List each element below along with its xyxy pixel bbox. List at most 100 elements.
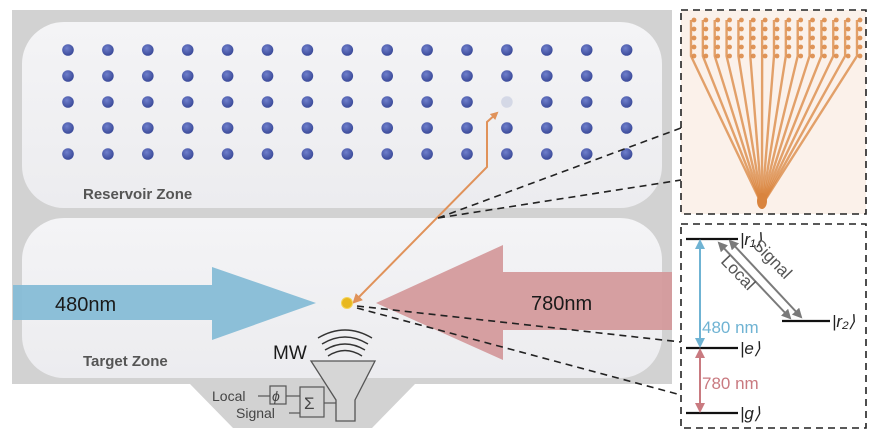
fluorescence-spot [822, 18, 827, 23]
transition-780-label: 780 nm [702, 374, 759, 393]
fluorescence-spot [798, 27, 803, 32]
fluorescence-spot [810, 27, 815, 32]
fluorescence-spot [739, 27, 744, 32]
fluorescence-spot [763, 54, 768, 59]
fluorescence-spot [703, 27, 708, 32]
fluorescence-spot [751, 45, 756, 50]
fluorescence-spot [692, 27, 697, 32]
atom-site [342, 70, 354, 82]
fluorescence-spot [834, 45, 839, 50]
fluorescence-spot [834, 54, 839, 59]
atom-site [461, 70, 473, 82]
blue-beam-label: 480nm [55, 294, 116, 316]
atom-site [621, 96, 633, 108]
atom-site [501, 122, 513, 134]
ket-r2: |r₂⟩ [832, 312, 856, 331]
atom-site [421, 122, 433, 134]
fluorescence-spot [810, 36, 815, 41]
fluorescence-spot [810, 18, 815, 23]
fluorescence-spot [727, 18, 732, 23]
fluorescence-spot [715, 45, 720, 50]
mw-label: MW [273, 343, 307, 364]
atom-site [222, 148, 234, 160]
fluorescence-spot [739, 54, 744, 59]
atom-site [102, 148, 114, 160]
fluorescence-spot [751, 36, 756, 41]
atom-site [262, 70, 274, 82]
atom-site [381, 96, 393, 108]
fluorescence-spot [834, 36, 839, 41]
atom-site [501, 148, 513, 160]
fluorescence-spot [822, 45, 827, 50]
fluorescence-spot [798, 36, 803, 41]
atom-site [102, 122, 114, 134]
fluorescence-spot [715, 27, 720, 32]
atom-site [541, 70, 553, 82]
atom-site [62, 96, 74, 108]
atom-site [302, 44, 314, 56]
fluorescence-spot [786, 36, 791, 41]
atom-site [501, 70, 513, 82]
atom-site [342, 96, 354, 108]
atom-site [342, 148, 354, 160]
atom-site [142, 44, 154, 56]
fluorescence-spot [692, 36, 697, 41]
fluorescence-spot [715, 54, 720, 59]
atom-site [142, 96, 154, 108]
atom-site [62, 122, 74, 134]
atom-site [262, 148, 274, 160]
fluorescence-spot [751, 27, 756, 32]
atom-site [182, 148, 194, 160]
fluorescence-spot [786, 18, 791, 23]
atom-site [142, 122, 154, 134]
fluorescence-spot [763, 18, 768, 23]
atom-site [222, 96, 234, 108]
fluorescence-spot [775, 45, 780, 50]
atom-site [621, 122, 633, 134]
fluorescence-spot [846, 18, 851, 23]
atom-site [222, 70, 234, 82]
atom-site [421, 44, 433, 56]
atom-site [421, 148, 433, 160]
atom-site [142, 148, 154, 160]
fluorescence-spot [798, 45, 803, 50]
atom-site [581, 70, 593, 82]
atom-site [421, 96, 433, 108]
atom-site [222, 44, 234, 56]
phase-shifter-symbol: ϕ [272, 388, 280, 404]
fluorescence-spot [775, 36, 780, 41]
fluorescence-spot [727, 54, 732, 59]
atom-site [342, 44, 354, 56]
red-beam-label: 780nm [531, 293, 592, 315]
fluorescence-spot [858, 54, 863, 59]
atom-site [461, 96, 473, 108]
atom-site [182, 96, 194, 108]
fluorescence-spot [775, 27, 780, 32]
fluorescence-spot [763, 27, 768, 32]
fluorescence-spot [703, 45, 708, 50]
fluorescence-spot [727, 45, 732, 50]
fluorescence-spot [846, 45, 851, 50]
atom-site [302, 96, 314, 108]
fluorescence-spot [739, 18, 744, 23]
ket-e: |e⟩ [740, 339, 761, 358]
fluorescence-spot [834, 18, 839, 23]
atom-site [262, 44, 274, 56]
fluorescence-spot [763, 36, 768, 41]
fluorescence-spot [751, 18, 756, 23]
fluorescence-spot [692, 54, 697, 59]
atom-site [142, 70, 154, 82]
atom-site [262, 96, 274, 108]
fluorescence-spot [727, 27, 732, 32]
atom-site [62, 148, 74, 160]
atom-site [62, 70, 74, 82]
fluorescence-spot [775, 18, 780, 23]
fluorescence-spot [715, 18, 720, 23]
fluorescence-spot [763, 45, 768, 50]
fluorescence-spot [751, 54, 756, 59]
atom-site [461, 148, 473, 160]
fluorescence-spot [858, 18, 863, 23]
atom-site [541, 148, 553, 160]
atom-site [581, 96, 593, 108]
fluorescence-spot [786, 54, 791, 59]
